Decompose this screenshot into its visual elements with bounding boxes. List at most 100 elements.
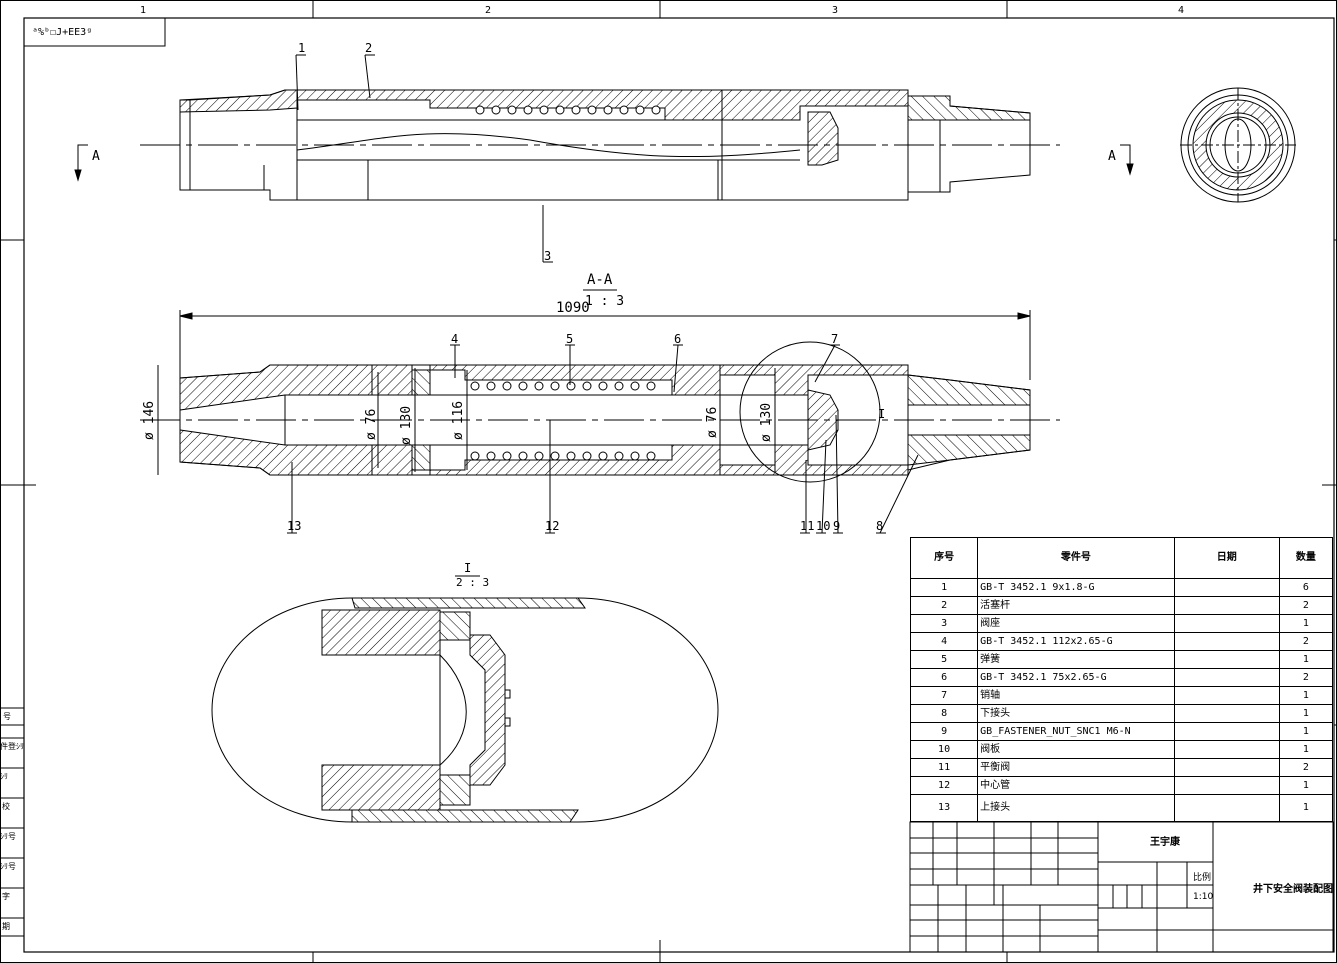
bom-cell-no: 6 [909, 668, 979, 687]
bom-cell-date [1173, 650, 1280, 669]
frame-col-3: 3 [832, 5, 838, 16]
side-label: ｼﾘ [0, 772, 8, 781]
bom-cell-date [1173, 596, 1280, 615]
bom-cell-part: 销轴 [977, 686, 1175, 705]
bom-cell-part: GB-T 3452.1 75x2.65-G [977, 668, 1175, 687]
bom-cell-no: 10 [909, 740, 979, 759]
balloon-13: 13 [287, 519, 301, 533]
detail-title: I [464, 561, 471, 575]
dim-d116: ø 116 [451, 401, 466, 440]
top-view [179, 89, 1031, 201]
section-title: A-A [587, 272, 613, 288]
balloon-9: 9 [833, 519, 840, 533]
bom-cell-qty: 1 [1278, 776, 1334, 795]
bom-cell-qty: 1 [1278, 704, 1334, 723]
bom-cell-part: 平衡阀 [977, 758, 1175, 777]
bom-cell-part: 弹簧 [977, 650, 1175, 669]
section-view [179, 364, 1031, 476]
bom-cell-qty: 2 [1278, 596, 1334, 615]
bom-cell-qty: 2 [1278, 668, 1334, 687]
bom-cell-no: 4 [909, 632, 979, 651]
side-label: 号 [3, 712, 11, 721]
bom-header-part: 零件号 [977, 537, 1175, 579]
bom-cell-no: 9 [909, 722, 979, 741]
bom-cell-part: 中心管 [977, 776, 1175, 795]
balloon-7: 7 [831, 332, 838, 346]
scale-label: 比例 [1193, 873, 1212, 883]
detail-marker-i: I [878, 407, 885, 421]
section-markers [74, 144, 1134, 182]
balloon-4: 4 [451, 332, 458, 346]
bom-header-row: 序号 零件号 日期 数量 [909, 537, 1334, 579]
dim-d130-right: ø 130 [759, 403, 774, 442]
balloon-10: 10 [816, 519, 830, 533]
bom-cell-qty: 1 [1278, 794, 1334, 822]
length-dimension-line [179, 310, 1031, 380]
frame-col-1: 1 [140, 5, 146, 16]
bom-cell-no: 7 [909, 686, 979, 705]
balloon-1: 1 [298, 41, 305, 55]
detail-scale: 2 : 3 [456, 576, 489, 589]
bom-cell-date [1173, 740, 1280, 759]
bom-cell-date [1173, 758, 1280, 777]
section-scale: 1 : 3 [585, 294, 624, 309]
bom-cell-date [1173, 686, 1280, 705]
scale-value: 1:10 [1193, 892, 1214, 902]
section-marker-right: A [1108, 149, 1116, 164]
bom-cell-part: 阀座 [977, 614, 1175, 633]
balloon-11: 11 [800, 519, 814, 533]
bom-cell-no: 2 [909, 596, 979, 615]
bom-cell-no: 11 [909, 758, 979, 777]
bom-cell-part: GB-T 3452.1 112x2.65-G [977, 632, 1175, 651]
bom-cell-date [1173, 776, 1280, 795]
frame-col-4: 4 [1178, 5, 1184, 16]
bom-cell-qty: 1 [1278, 722, 1334, 741]
bom-cell-qty: 1 [1278, 686, 1334, 705]
section-spring [470, 381, 656, 461]
frame-col-2: 2 [485, 5, 491, 16]
balloon-5: 5 [566, 332, 573, 346]
bom-cell-date [1173, 668, 1280, 687]
bom-cell-no: 5 [909, 650, 979, 669]
bom-cell-qty: 6 [1278, 578, 1334, 597]
balloon-3: 3 [544, 249, 551, 263]
bom-cell-date [1173, 614, 1280, 633]
bom-cell-part: 活塞杆 [977, 596, 1175, 615]
bom-header-no: 序号 [909, 537, 979, 579]
bom-cell-qty: 1 [1278, 740, 1334, 759]
top-spring [475, 105, 661, 115]
bom-cell-part: 上接头 [977, 794, 1175, 822]
designer-name: 王宇康 [1150, 837, 1180, 848]
title-block-grid [909, 821, 1334, 953]
dim-d76-right: ø 76 [705, 407, 720, 438]
dim-d130-left: ø 130 [399, 406, 414, 445]
bom-cell-qty: 1 [1278, 650, 1334, 669]
balloon-8: 8 [876, 519, 883, 533]
end-view [1180, 87, 1296, 203]
bom-cell-qty: 2 [1278, 632, 1334, 651]
bom-cell-part: GB-T 3452.1 9x1.8-G [977, 578, 1175, 597]
bom-cell-no: 12 [909, 776, 979, 795]
dim-d76-left: ø 76 [364, 409, 379, 440]
drawing-name: 井下安全阀装配图 [1253, 884, 1333, 895]
bom-cell-part: GB_FASTENER_NUT_SNC1 M6-N [977, 722, 1175, 741]
balloon-2: 2 [365, 41, 372, 55]
overall-length-dim: 1090 [556, 300, 590, 316]
title-stamp: ᵃ%ᵇ☐J+EE3ᵍ [32, 27, 92, 38]
frame-column-labels: 1 2 3 4 [140, 5, 1184, 16]
bom-cell-no: 13 [909, 794, 979, 822]
bom-cell-date [1173, 722, 1280, 741]
bom-cell-qty: 2 [1278, 758, 1334, 777]
bom-cell-part: 阀板 [977, 740, 1175, 759]
